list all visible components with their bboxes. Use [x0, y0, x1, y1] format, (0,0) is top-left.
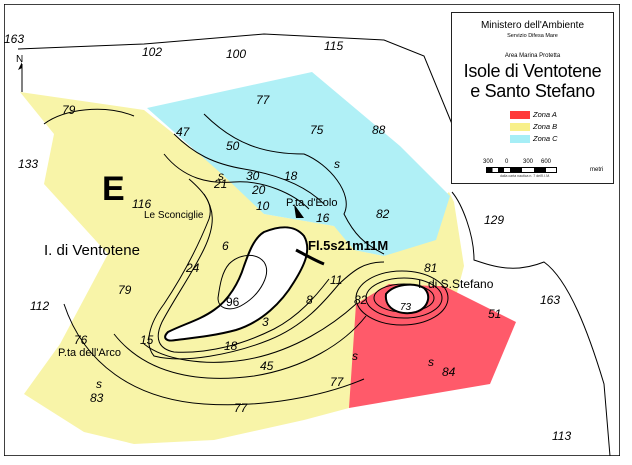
scale-tick-300: 300 — [523, 159, 534, 165]
depth-77-north: 77 — [256, 93, 271, 107]
seabed-mark: s — [352, 349, 358, 363]
depth-115: 115 — [324, 39, 343, 53]
legend-service: Servizio Difesa Mare — [507, 33, 558, 39]
seabed-mark: s — [334, 157, 340, 171]
depth-82-east: 82 — [376, 207, 390, 221]
ventotene-inner-contour — [217, 255, 267, 310]
depth-77-southeast: 77 — [330, 375, 345, 389]
depth-18: 18 — [284, 169, 298, 183]
lighthouse-icon — [294, 204, 304, 218]
sector-letter: E — [102, 170, 125, 208]
light-characteristic: Fl.5s21m11M — [308, 238, 388, 253]
scale-unit: metri — [590, 167, 604, 173]
depth-81: 81 — [424, 261, 437, 275]
depth-76: 76 — [74, 333, 88, 347]
north-label: N — [16, 54, 23, 65]
seabed-mark: s — [428, 355, 434, 369]
depth-3: 3 — [262, 315, 269, 329]
depth-116: 116 — [132, 197, 151, 211]
depth-20: 20 — [251, 183, 266, 197]
zone-b-label: Zona B — [533, 122, 558, 131]
shelf-line-east — [451, 191, 611, 456]
depth-79-west: 79 — [118, 283, 132, 297]
place-label-sconciglie: Le Sconciglie — [144, 210, 204, 221]
depth-73: 73 — [400, 302, 412, 313]
depth-79-north: 79 — [62, 103, 76, 117]
depth-10: 10 — [256, 199, 270, 213]
seabed-mark: s — [96, 377, 102, 391]
zone-c-swatch — [510, 135, 530, 143]
depth-75: 75 — [310, 123, 324, 137]
zone-a-label: Zona A — [533, 110, 557, 119]
place-label-punta-eolo: P.ta d'Eolo — [286, 197, 337, 209]
depth-30: 30 — [246, 169, 260, 183]
depth-47: 47 — [176, 125, 191, 139]
ventotene-island — [164, 226, 309, 342]
seabed-mark: s — [218, 169, 224, 183]
depth-8: 8 — [306, 293, 313, 307]
legend-ministry: Ministero dell'Ambiente — [480, 20, 585, 31]
zone-a-swatch — [510, 111, 530, 119]
santo-stefano-island — [384, 283, 430, 315]
shelf-line-west — [43, 108, 135, 125]
depth-24: 24 — [185, 261, 200, 275]
legend-area-type: Area Marina Protetta — [504, 53, 561, 59]
depth-163-nw: 163 — [4, 32, 24, 46]
zone-c-area — [147, 72, 450, 256]
depth-6: 6 — [222, 239, 229, 253]
map-legend: Ministero dell'Ambiente Servizio Difesa … — [451, 12, 614, 184]
depth-112: 112 — [30, 299, 49, 313]
depth-77-south: 77 — [234, 401, 249, 415]
depth-100: 100 — [226, 47, 246, 61]
depth-11: 11 — [330, 273, 342, 287]
depth-contours — [63, 113, 385, 406]
north-arrow-icon — [18, 62, 23, 92]
depth-21: 21 — [213, 177, 227, 191]
depth-113: 113 — [552, 429, 571, 443]
depth-96: 96 — [226, 295, 240, 309]
depth-45: 45 — [260, 359, 274, 373]
depth-51: 51 — [488, 307, 501, 321]
depth-88: 88 — [372, 123, 386, 137]
depth-163-east: 163 — [540, 293, 560, 307]
scale-tick-300-left: 300 — [483, 159, 494, 165]
depth-16: 16 — [316, 211, 330, 225]
zone-a-area — [349, 284, 516, 408]
legend-title-line2: e Santo Stefano — [470, 81, 595, 101]
place-label-santo-stefano: I. di S.Stefano — [418, 277, 494, 291]
harbour-breakwater — [295, 248, 325, 266]
depth-102: 102 — [142, 45, 162, 59]
depth-18-south: 18 — [224, 339, 238, 353]
legend-source-note: dalla carta nautica n. 7 dell'I.I.M. — [500, 174, 551, 178]
place-label-ventotene: I. di Ventotene — [44, 242, 140, 259]
scale-tick-600: 600 — [541, 159, 552, 165]
zone-c-label: Zona C — [533, 134, 558, 143]
depth-133: 133 — [18, 157, 38, 171]
scale-bar — [486, 167, 557, 173]
depth-50: 50 — [226, 139, 240, 153]
zone-b-swatch — [510, 123, 530, 131]
depth-84: 84 — [442, 365, 456, 379]
depth-15: 15 — [140, 333, 154, 347]
depth-82-south: 82 — [354, 293, 368, 307]
shelf-line-north — [17, 33, 453, 125]
depth-83: 83 — [90, 391, 104, 405]
place-label-punta-arco: P.ta dell'Arco — [58, 347, 121, 359]
depth-129: 129 — [484, 213, 504, 227]
legend-title-line1: Isole di Ventotene — [463, 61, 602, 81]
scale-tick-0: 0 — [505, 159, 509, 165]
